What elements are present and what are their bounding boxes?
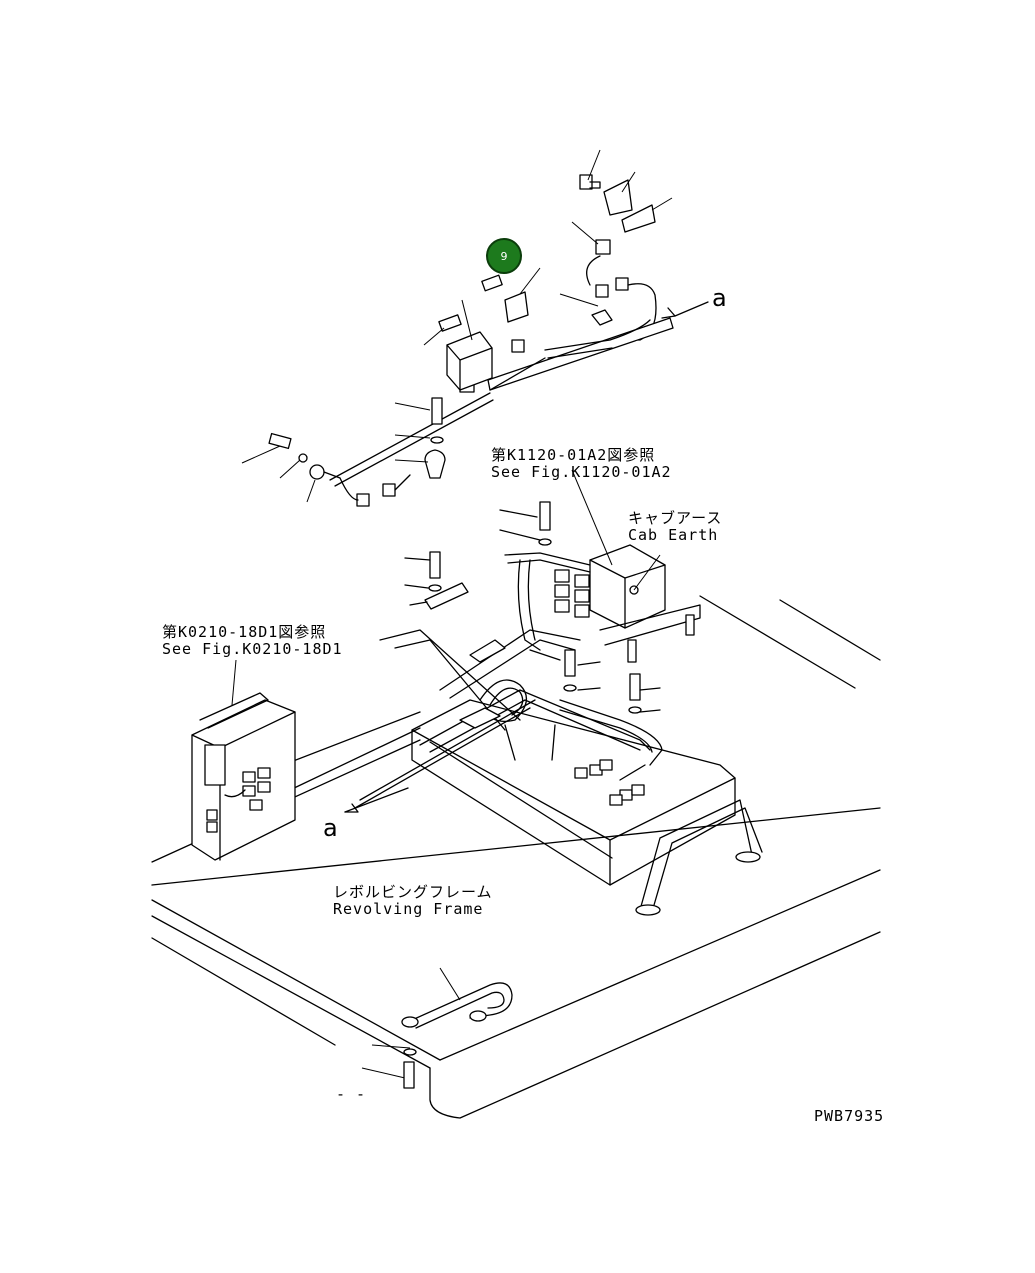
arrow-markers <box>344 301 709 813</box>
cab-earth-box <box>504 544 701 663</box>
arrow-label-a-top: a <box>712 284 727 312</box>
handle-rail <box>635 799 763 916</box>
harness-channel <box>354 629 663 809</box>
frame-label-jp: レボルビングフレーム <box>333 883 493 901</box>
drawing-number: PWB7935 <box>814 1107 885 1125</box>
callout-9-marker[interactable]: 9 <box>486 238 522 274</box>
compartment-box <box>411 699 736 886</box>
cab-earth-en: Cab Earth <box>628 526 719 544</box>
controller-box <box>191 692 296 861</box>
revolving-frame <box>151 595 881 1119</box>
ref-k1120-jp: 第K1120-01A2図参照 <box>491 446 656 464</box>
fasteners-mid <box>404 501 661 761</box>
small-mark: - - <box>336 1085 367 1103</box>
ref-k1120-en: See Fig.K1120-01A2 <box>491 463 672 481</box>
frame-label-en: Revolving Frame <box>333 900 484 918</box>
ref-k0210-jp: 第K0210-18D1図参照 <box>162 623 327 641</box>
upper-harness <box>268 174 674 507</box>
leader-lines <box>231 149 673 1079</box>
ref-k0210-en: See Fig.K0210-18D1 <box>162 640 343 658</box>
arrow-label-a-bottom: a <box>323 814 338 842</box>
cab-earth-jp: キャブアース <box>628 509 723 527</box>
battery-cable <box>401 982 513 1089</box>
connector-cluster <box>574 759 645 806</box>
